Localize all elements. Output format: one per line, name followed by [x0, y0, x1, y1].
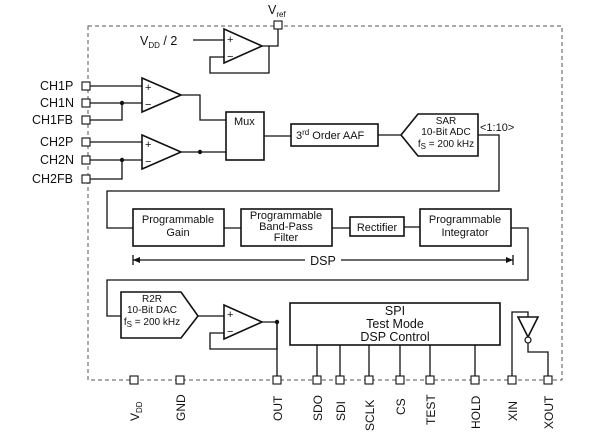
- bottom-pin-labels: VDD GND OUT SDO SDI SCLK CS TEST HOLD XI…: [128, 394, 556, 431]
- vref-label: V: [268, 3, 277, 17]
- adc-fs-val: = 200 kHz: [426, 139, 474, 150]
- pin-out: OUT: [271, 395, 285, 421]
- svg-text:+: +: [145, 139, 151, 151]
- dac-l2: 10-Bit DAC: [127, 305, 177, 316]
- adc-l1: SAR: [436, 116, 457, 127]
- pin-ch1fb: CH1FB: [32, 113, 73, 127]
- svg-text:Test Mode: Test Mode: [366, 317, 424, 331]
- pin-ch2p: CH2P: [40, 135, 73, 149]
- svg-text:+: +: [227, 309, 233, 321]
- pin-ch2fb: CH2FB: [32, 172, 73, 186]
- svg-text:Integrator: Integrator: [441, 227, 488, 239]
- vdd-half-v: V: [140, 34, 149, 48]
- pin-sclk: SCLK: [363, 400, 377, 431]
- svg-text:−: −: [227, 326, 233, 338]
- vdd-half-opamp: [223, 27, 264, 65]
- dac-shape: [120, 291, 199, 339]
- pin-sdo: SDO: [311, 395, 325, 421]
- mux-label: Mux: [234, 116, 255, 128]
- chip-outline: [87, 25, 563, 381]
- pin-test: TEST: [424, 394, 438, 425]
- dac-fs-sub: S: [127, 320, 132, 329]
- svg-text:−: −: [145, 156, 151, 168]
- svg-text:Gain: Gain: [166, 227, 189, 239]
- pin-vdd: VDD: [128, 401, 144, 421]
- svg-text:Programmable: Programmable: [429, 214, 501, 226]
- bottom-pin-boxes: [129, 375, 553, 385]
- dac-fs-val: = 200 kHz: [132, 317, 180, 328]
- pin-ch2n: CH2N: [40, 153, 74, 167]
- svg-text:DSP Control: DSP Control: [360, 330, 429, 344]
- integrator-block: [419, 208, 512, 247]
- opamp1-minus: −: [227, 51, 233, 63]
- dsp-label: DSP: [310, 254, 336, 268]
- svg-text:VDD / 2: VDD / 2: [140, 34, 177, 50]
- dac-l1: R2R: [142, 294, 162, 305]
- inverter: [516, 316, 540, 339]
- pin-xout: XOUT: [542, 395, 556, 429]
- output-buffer: + −: [209, 303, 280, 376]
- vref-sub: ref: [276, 10, 286, 19]
- pin-sdi: SDI: [334, 401, 348, 421]
- aaf-text: Order AAF: [309, 130, 364, 142]
- pin-xin: XIN: [506, 401, 520, 421]
- spi-block: SPI Test Mode DSP Control: [289, 302, 501, 376]
- pin-ch1p: CH1P: [40, 79, 73, 93]
- mux-block: Mux: [225, 111, 291, 161]
- aaf-num: 3: [296, 130, 302, 142]
- svg-text:−: −: [145, 99, 151, 111]
- bus-label: <1:10>: [480, 122, 514, 134]
- pin-ch1n: CH1N: [40, 96, 74, 110]
- svg-text:Programmable: Programmable: [250, 210, 322, 222]
- adc-l2: 10-Bit ADC: [421, 127, 470, 138]
- svg-text:+: +: [145, 82, 151, 94]
- svg-text:fS = 200 kHz: fS = 200 kHz: [124, 317, 180, 329]
- bandpass-block: [240, 208, 333, 247]
- svg-text:Band-Pass: Band-Pass: [259, 221, 313, 233]
- svg-text:Rectifier: Rectifier: [357, 222, 398, 234]
- svg-text:Filter: Filter: [274, 232, 299, 244]
- oscillator: [511, 311, 549, 376]
- sar-adc: SAR 10-Bit ADC fS = 200 kHz <1:10>: [106, 113, 514, 229]
- output-opamp: [223, 303, 264, 341]
- dac-fs: f: [124, 317, 127, 328]
- input-pins: CH1P CH1N CH1FB CH2P CH2N CH2FB: [32, 79, 91, 186]
- r2r-dac: R2R 10-Bit DAC fS = 200 kHz: [120, 291, 224, 339]
- vdd-half-tail: / 2: [160, 34, 177, 48]
- svg-text:Vref: Vref: [268, 3, 286, 19]
- vdd-half-buffer: VDD / 2 + −: [140, 27, 270, 74]
- aaf-block: 3rd Order AAF: [290, 123, 401, 147]
- svg-text:Programmable: Programmable: [142, 214, 214, 226]
- spi-box: [289, 302, 501, 346]
- opamp1-plus: +: [227, 34, 233, 46]
- svg-text:3rd Order AAF: 3rd Order AAF: [296, 128, 365, 142]
- svg-text:SPI: SPI: [385, 304, 405, 318]
- adc-fs: f: [418, 139, 421, 150]
- ch2-amplifier: + −: [90, 133, 226, 180]
- aaf-sup: rd: [302, 128, 309, 137]
- ch1-opamp: [141, 76, 184, 114]
- ch2-opamp: [141, 133, 184, 171]
- dsp-chain: Programmable Gain Programmable Band-Pass…: [106, 208, 529, 317]
- gain-block: [132, 208, 225, 247]
- svg-text:fS = 200 kHz: fS = 200 kHz: [418, 139, 474, 151]
- pin-cs: CS: [394, 398, 408, 415]
- vref-pin: Vref: [262, 3, 286, 47]
- adc-fs-sub: S: [421, 142, 426, 151]
- ch1-amplifier: + −: [90, 76, 226, 121]
- pin-hold: HOLD: [469, 395, 483, 429]
- pin-gnd: GND: [174, 394, 188, 421]
- vdd-half-sub: DD: [148, 41, 160, 50]
- vref-pin-box: [273, 20, 283, 30]
